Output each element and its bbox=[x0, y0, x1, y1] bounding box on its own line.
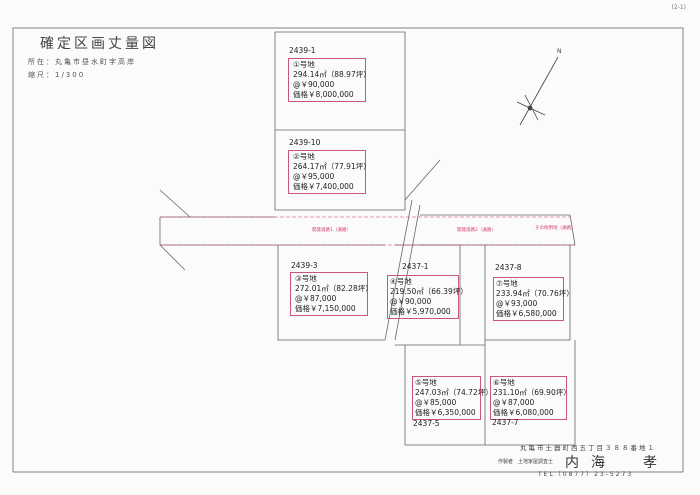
parcel-number: 2439-3 bbox=[291, 261, 318, 270]
lot-name: ③号地 bbox=[295, 274, 317, 283]
parcel-number: 2439-10 bbox=[289, 138, 321, 147]
author-address: 丸亀市土器町西五丁目３８８番地１ bbox=[520, 444, 656, 452]
lot-area: 233.94㎡（70.76坪） bbox=[496, 289, 574, 298]
author-tel: TEL（0877）23-5273 bbox=[538, 471, 634, 478]
lot-name: ②号地 bbox=[293, 152, 315, 161]
lot-area: 264.17㎡（77.91坪） bbox=[293, 162, 371, 171]
lot-info-box-3: ③号地 272.01㎡（82.28坪） @￥87,000 価格￥7,150,00… bbox=[290, 272, 373, 316]
lot-unit-price: @￥93,000 bbox=[496, 299, 538, 308]
lot-info-box-4: ④号地 219.50㎡（66.39坪） @￥90,000 価格￥5,970,00… bbox=[387, 275, 468, 319]
channel-edge bbox=[384, 199, 413, 341]
lot-area: 247.03㎡（74.72坪） bbox=[415, 388, 493, 397]
lot-unit-price: @￥85,000 bbox=[415, 398, 457, 407]
north-arrow-icon bbox=[516, 56, 559, 126]
location-text: 所在：丸亀市昼水町字高岸 bbox=[28, 58, 136, 66]
parcel-number: 2437-7 bbox=[492, 418, 519, 427]
lot-info-box-5: ⑤号地 247.03㎡（74.72坪） @￥85,000 価格￥6,350,00… bbox=[412, 376, 493, 420]
lot-7-outline bbox=[484, 245, 571, 341]
lot-area: 231.10㎡（69.90坪） bbox=[493, 388, 571, 397]
lot-price: 価格￥7,400,000 bbox=[293, 182, 354, 191]
parcel-number: 2439-1 bbox=[289, 46, 316, 55]
lot-price: 価格￥5,970,000 bbox=[390, 307, 451, 316]
parcel-number: 2437-5 bbox=[413, 419, 440, 428]
lot-info-box-7: ⑦号地 233.94㎡（70.76坪） @￥93,000 価格￥6,580,00… bbox=[493, 277, 574, 321]
lot-area: 219.50㎡（66.39坪） bbox=[390, 287, 468, 296]
lot-name: ④号地 bbox=[390, 277, 412, 286]
lot-info-box-1: ①号地 294.14㎡（88.97坪） @￥90,000 価格￥8,000,00… bbox=[288, 58, 371, 102]
road-label-1: 開発道路1（通路） bbox=[312, 228, 351, 233]
page-number: (2-1) bbox=[671, 4, 686, 11]
lot-unit-price: @￥87,000 bbox=[493, 398, 535, 407]
road-label-other: その他用地（通路） bbox=[535, 226, 576, 231]
lot-name: ⑦号地 bbox=[496, 279, 518, 288]
lot-name: ①号地 bbox=[293, 60, 315, 69]
channel-edge bbox=[404, 159, 441, 201]
lot-area: 294.14㎡（88.97坪） bbox=[293, 70, 371, 79]
lot-1-2-outline bbox=[274, 31, 406, 211]
lot-unit-price: @￥90,000 bbox=[390, 297, 432, 306]
road-corner bbox=[159, 244, 186, 271]
lot-price: 価格￥8,000,000 bbox=[293, 90, 354, 99]
lot-5-6-outline bbox=[404, 340, 576, 446]
lot-area: 272.01㎡（82.28坪） bbox=[295, 284, 373, 293]
lot-3-outline bbox=[277, 245, 385, 341]
author-name: 内海 孝 bbox=[565, 455, 669, 471]
parcel-number: 2437-1 bbox=[402, 262, 429, 271]
lot-info-box-6: ⑥号地 231.10㎡（69.90坪） @￥87,000 価格￥6,080,00… bbox=[490, 376, 571, 420]
lot-unit-price: @￥87,000 bbox=[295, 294, 337, 303]
road-label-2: 開発道路2（通路） bbox=[457, 228, 496, 233]
lot-name: ⑤号地 bbox=[415, 378, 437, 387]
lot-price: 価格￥6,080,000 bbox=[493, 408, 554, 417]
document-title: 確定区画丈量図 bbox=[40, 36, 159, 52]
scale-text: 縮尺：1/300 bbox=[28, 71, 86, 79]
lot-price: 価格￥6,350,000 bbox=[415, 408, 476, 417]
lot-price: 価格￥7,150,000 bbox=[295, 304, 356, 313]
north-label: N bbox=[557, 48, 562, 55]
lot-unit-price: @￥95,000 bbox=[293, 172, 335, 181]
road-corner bbox=[159, 189, 191, 218]
lot-info-box-2: ②号地 264.17㎡（77.91坪） @￥95,000 価格￥7,400,00… bbox=[288, 150, 371, 194]
channel-edge bbox=[394, 204, 421, 341]
road-end bbox=[569, 214, 576, 246]
lot-price: 価格￥6,580,000 bbox=[496, 309, 557, 318]
page-frame bbox=[12, 27, 684, 473]
author-label: 作製者 土地家屋調査士 bbox=[498, 459, 554, 465]
lot-name: ⑥号地 bbox=[493, 378, 515, 387]
lot-unit-price: @￥90,000 bbox=[293, 80, 335, 89]
parcel-number: 2437-8 bbox=[495, 263, 522, 272]
